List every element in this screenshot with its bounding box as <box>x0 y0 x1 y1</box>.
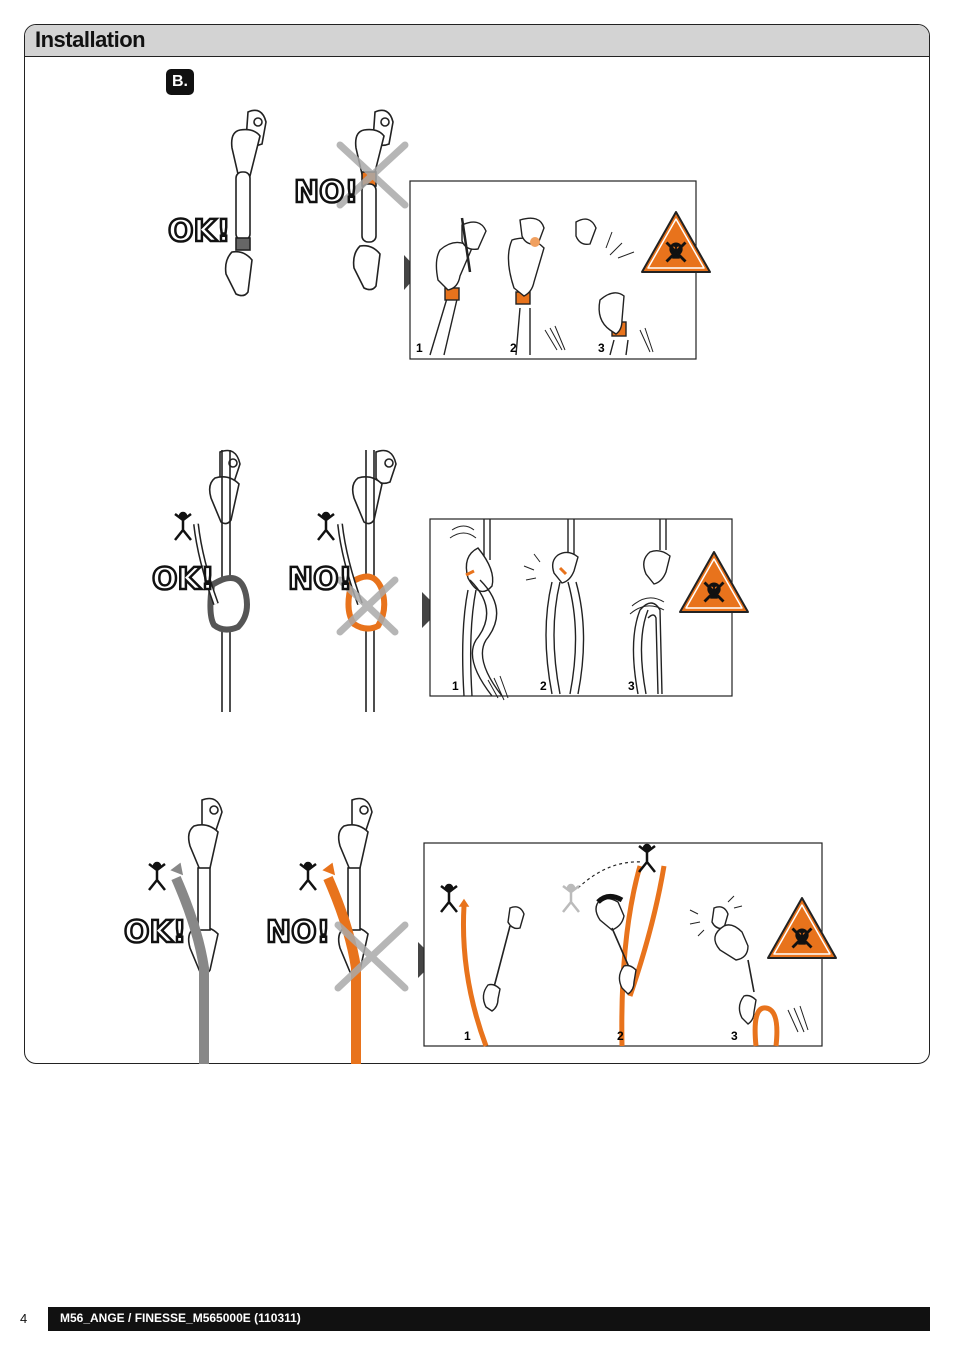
climber-icon <box>174 511 192 541</box>
carabiner-icon <box>337 824 369 873</box>
consequence-panel-3: 1 2 3 <box>423 842 837 1047</box>
carabiner-icon <box>208 476 240 525</box>
climber-icon <box>638 843 656 873</box>
panel-number: 3 <box>598 341 605 355</box>
panel-number: 3 <box>628 679 635 693</box>
cross-mark-icon <box>334 921 409 992</box>
installation-illustrations: OK! NO! <box>123 109 837 1064</box>
page-number: 4 <box>20 1311 28 1326</box>
panel-number: 2 <box>510 341 517 355</box>
cross-mark-icon <box>336 576 399 636</box>
climber-icon <box>562 883 580 913</box>
footer-bar: M56_ANGE / FINESSE_M565000E (110311) <box>48 1307 930 1331</box>
climber-icon <box>148 861 166 891</box>
panel-number: 1 <box>452 679 459 693</box>
section-header: Installation <box>25 25 929 57</box>
carabiner-icon <box>351 476 383 525</box>
document-reference: M56_ANGE / FINESSE_M565000E (110311) <box>60 1311 301 1325</box>
hanger-icon <box>375 449 397 485</box>
ok-rope-direction-illustration <box>170 797 223 1064</box>
warning-skull-icon <box>679 551 749 613</box>
row-2: OK! NO! <box>151 449 749 712</box>
climber-icon <box>440 883 458 913</box>
carabiner-icon <box>230 128 261 179</box>
no-label: NO! <box>288 562 352 597</box>
panel-number: 2 <box>617 1029 624 1043</box>
ok-quickdraw-illustration <box>224 109 267 297</box>
warning-skull-icon <box>641 211 711 273</box>
panel-number: 2 <box>540 679 547 693</box>
carabiner-icon <box>224 250 253 297</box>
section-badge: B. <box>166 69 194 95</box>
ok-label: OK! <box>168 214 230 249</box>
no-label: NO! <box>294 175 358 210</box>
warning-skull-icon <box>767 897 837 959</box>
climber-icon <box>299 861 317 891</box>
ok-rope-illustration <box>193 449 250 712</box>
panel-number: 1 <box>416 341 423 355</box>
climber-icon <box>317 511 335 541</box>
consequence-panel-1: 1 2 3 <box>409 180 711 360</box>
consequence-panel-2: 1 2 3 <box>429 518 749 701</box>
row-1: OK! NO! <box>167 109 711 360</box>
no-label: NO! <box>266 915 330 950</box>
panel-number: 1 <box>464 1029 471 1043</box>
carabiner-icon <box>352 244 381 291</box>
no-quickdraw-illustration <box>352 109 394 291</box>
ok-label: OK! <box>124 915 186 950</box>
installation-frame: Installation <box>24 24 930 1064</box>
carabiner-icon <box>187 824 219 873</box>
ok-label: OK! <box>152 562 214 597</box>
page-title: Installation <box>35 27 146 52</box>
panel-number: 3 <box>731 1029 738 1043</box>
cross-mark-icon <box>336 141 409 209</box>
row-3: OK! NO! <box>123 797 837 1064</box>
